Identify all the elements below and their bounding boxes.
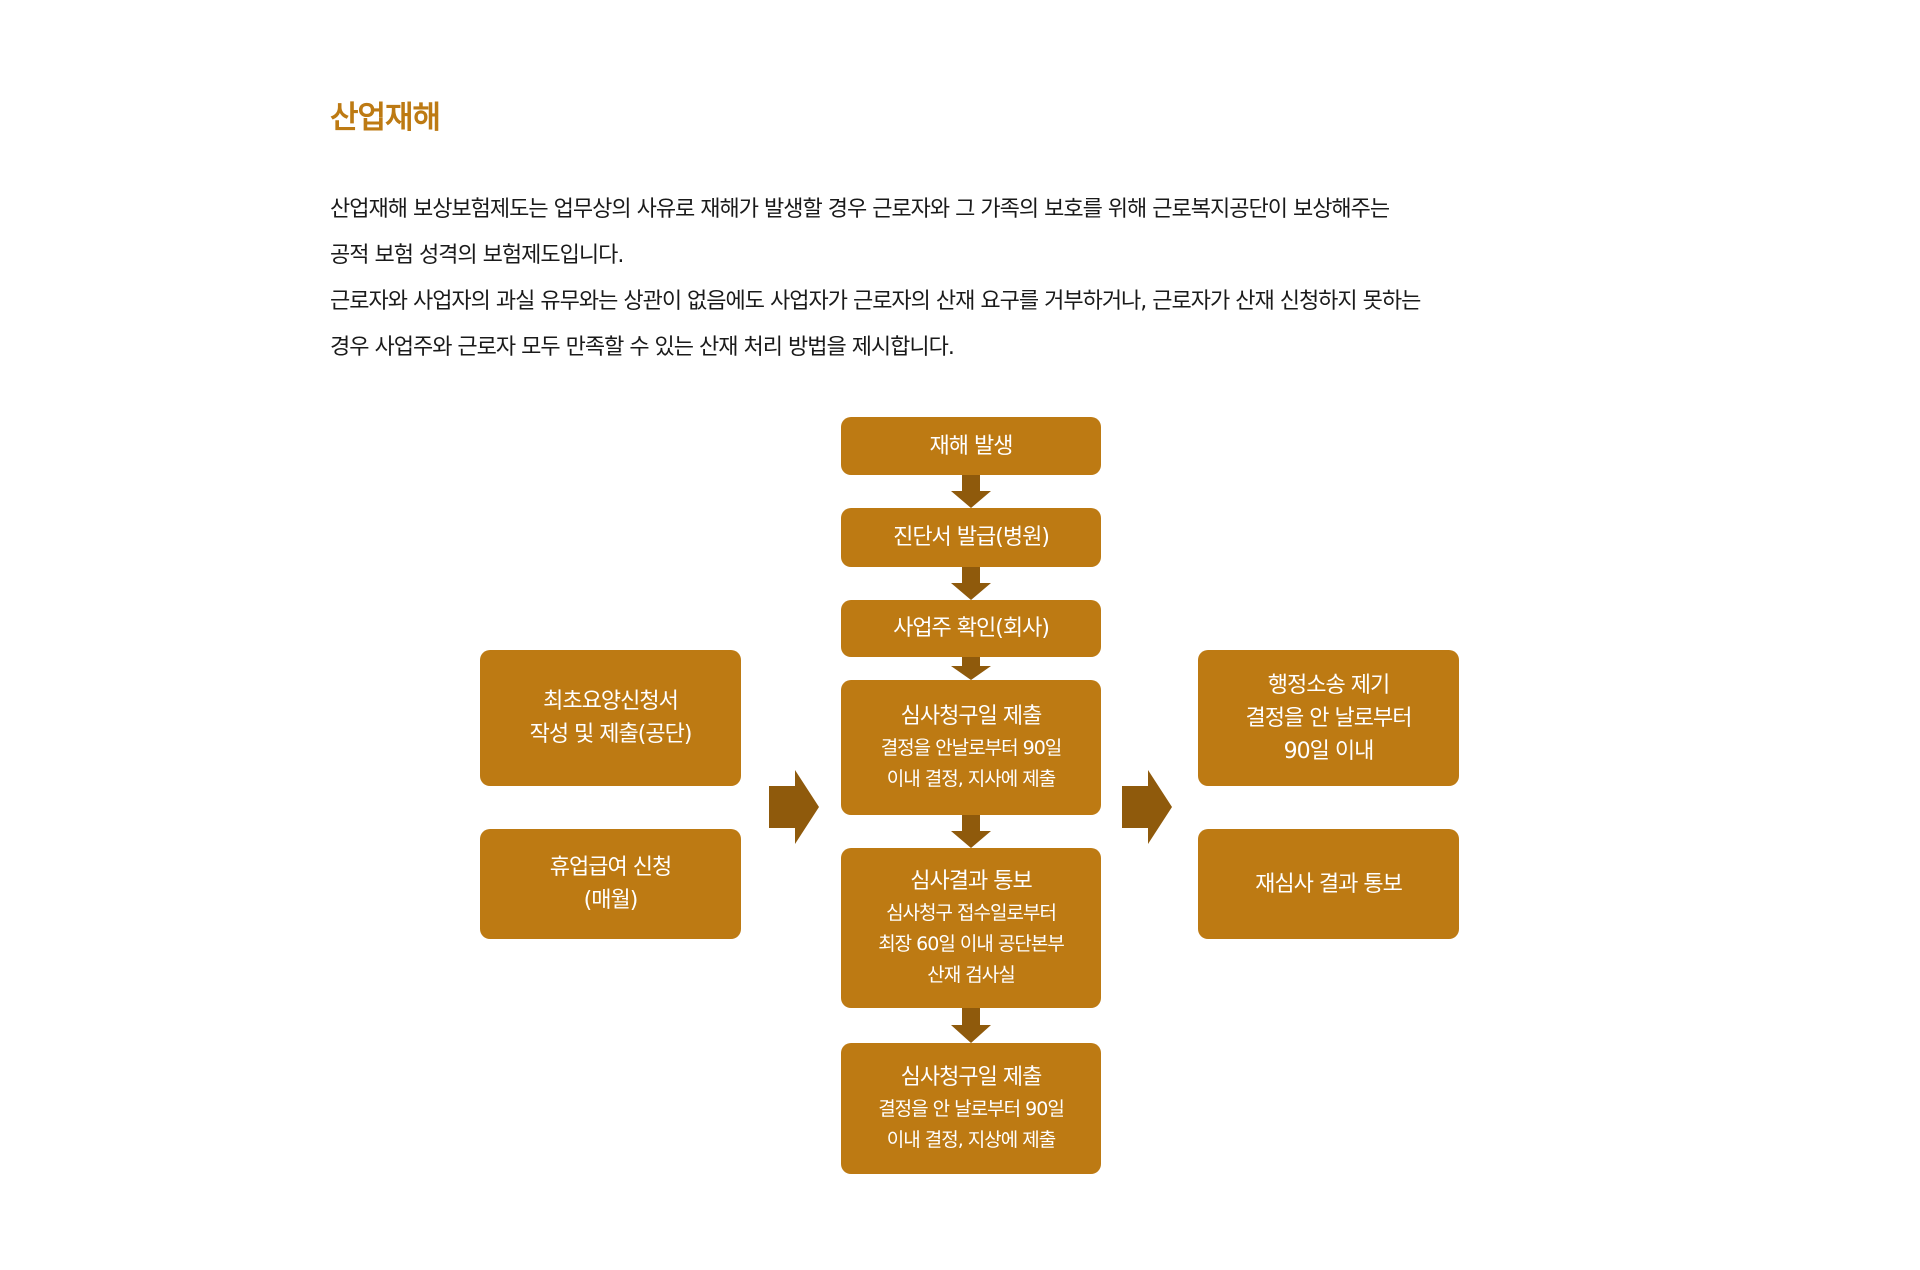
intro-text: 산업재해 보상보험제도는 업무상의 사유로 재해가 발생할 경우 근로자와 그 … xyxy=(330,187,1620,371)
step-title: 재해 발생 xyxy=(929,433,1014,459)
down-arrow-icon xyxy=(951,657,991,680)
step-title: 심사결과 통보 xyxy=(910,869,1032,894)
step-title: 진단서 발급(병원) xyxy=(893,525,1050,550)
step-title: 사업주 확인(회사) xyxy=(893,616,1050,641)
step-review-result: 심사결과 통보 심사청구 접수일로부터 최장 60일 이내 공단본부 산재 검사… xyxy=(841,848,1101,1008)
box-line: 90일 이내 xyxy=(1283,738,1375,764)
box-line: 최초요양신청서 xyxy=(543,689,679,714)
step-diagnosis: 진단서 발급(병원) xyxy=(841,508,1101,567)
step-employer-confirm: 사업주 확인(회사) xyxy=(841,600,1101,657)
down-arrow-icon xyxy=(951,475,991,508)
down-arrow-icon xyxy=(951,567,991,600)
step-title: 심사청구일 제출 xyxy=(900,704,1043,729)
administrative-lawsuit: 행정소송 제기 결정을 안 날로부터 90일 이내 xyxy=(1198,650,1459,786)
box-line: 휴업급여 신청 xyxy=(549,855,672,880)
step-final-request: 심사청구일 제출 결정을 안 날로부터 90일 이내 결정, 지상에 제출 xyxy=(841,1043,1101,1174)
box-line: 재심사 결과 통보 xyxy=(1255,871,1403,897)
box-line: (매월) xyxy=(583,888,639,913)
down-arrow-icon xyxy=(951,815,991,848)
step-detail: 결정을 안날로부터 90일 xyxy=(880,737,1063,759)
right-arrow-icon xyxy=(769,770,819,844)
step-title: 심사청구일 제출 xyxy=(900,1065,1043,1090)
step-review-request: 심사청구일 제출 결정을 안날로부터 90일 이내 결정, 지사에 제출 xyxy=(841,680,1101,815)
step-detail: 산재 검사실 xyxy=(927,964,1015,986)
down-arrow-icon xyxy=(951,1008,991,1043)
box-line: 행정소송 제기 xyxy=(1267,672,1390,698)
page-title: 산업재해 xyxy=(330,100,441,136)
initial-care-application: 최초요양신청서 작성 및 제출(공단) xyxy=(480,650,741,786)
step-detail: 심사청구 접수일로부터 xyxy=(886,902,1057,924)
intro-line: 근로자와 사업자의 과실 유무와는 상관이 없음에도 사업자가 근로자의 산재 … xyxy=(330,289,1421,314)
box-line: 작성 및 제출(공단) xyxy=(529,722,693,747)
step-detail: 이내 결정, 지상에 제출 xyxy=(886,1129,1056,1151)
intro-line: 산업재해 보상보험제도는 업무상의 사유로 재해가 발생할 경우 근로자와 그 … xyxy=(330,197,1390,222)
right-arrow-icon xyxy=(1122,770,1172,844)
intro-line: 공적 보험 성격의 보험제도입니다. xyxy=(330,243,624,268)
step-detail: 이내 결정, 지사에 제출 xyxy=(886,768,1056,790)
leave-benefit-application: 휴업급여 신청 (매월) xyxy=(480,829,741,939)
step-detail: 결정을 안 날로부터 90일 xyxy=(878,1098,1065,1120)
intro-line: 경우 사업주와 근로자 모두 만족할 수 있는 산재 처리 방법을 제시합니다. xyxy=(330,335,955,360)
step-detail: 최장 60일 이내 공단본부 xyxy=(878,933,1065,955)
box-line: 결정을 안 날로부터 xyxy=(1245,705,1413,731)
re-review-result: 재심사 결과 통보 xyxy=(1198,829,1459,939)
step-accident: 재해 발생 xyxy=(841,417,1101,475)
